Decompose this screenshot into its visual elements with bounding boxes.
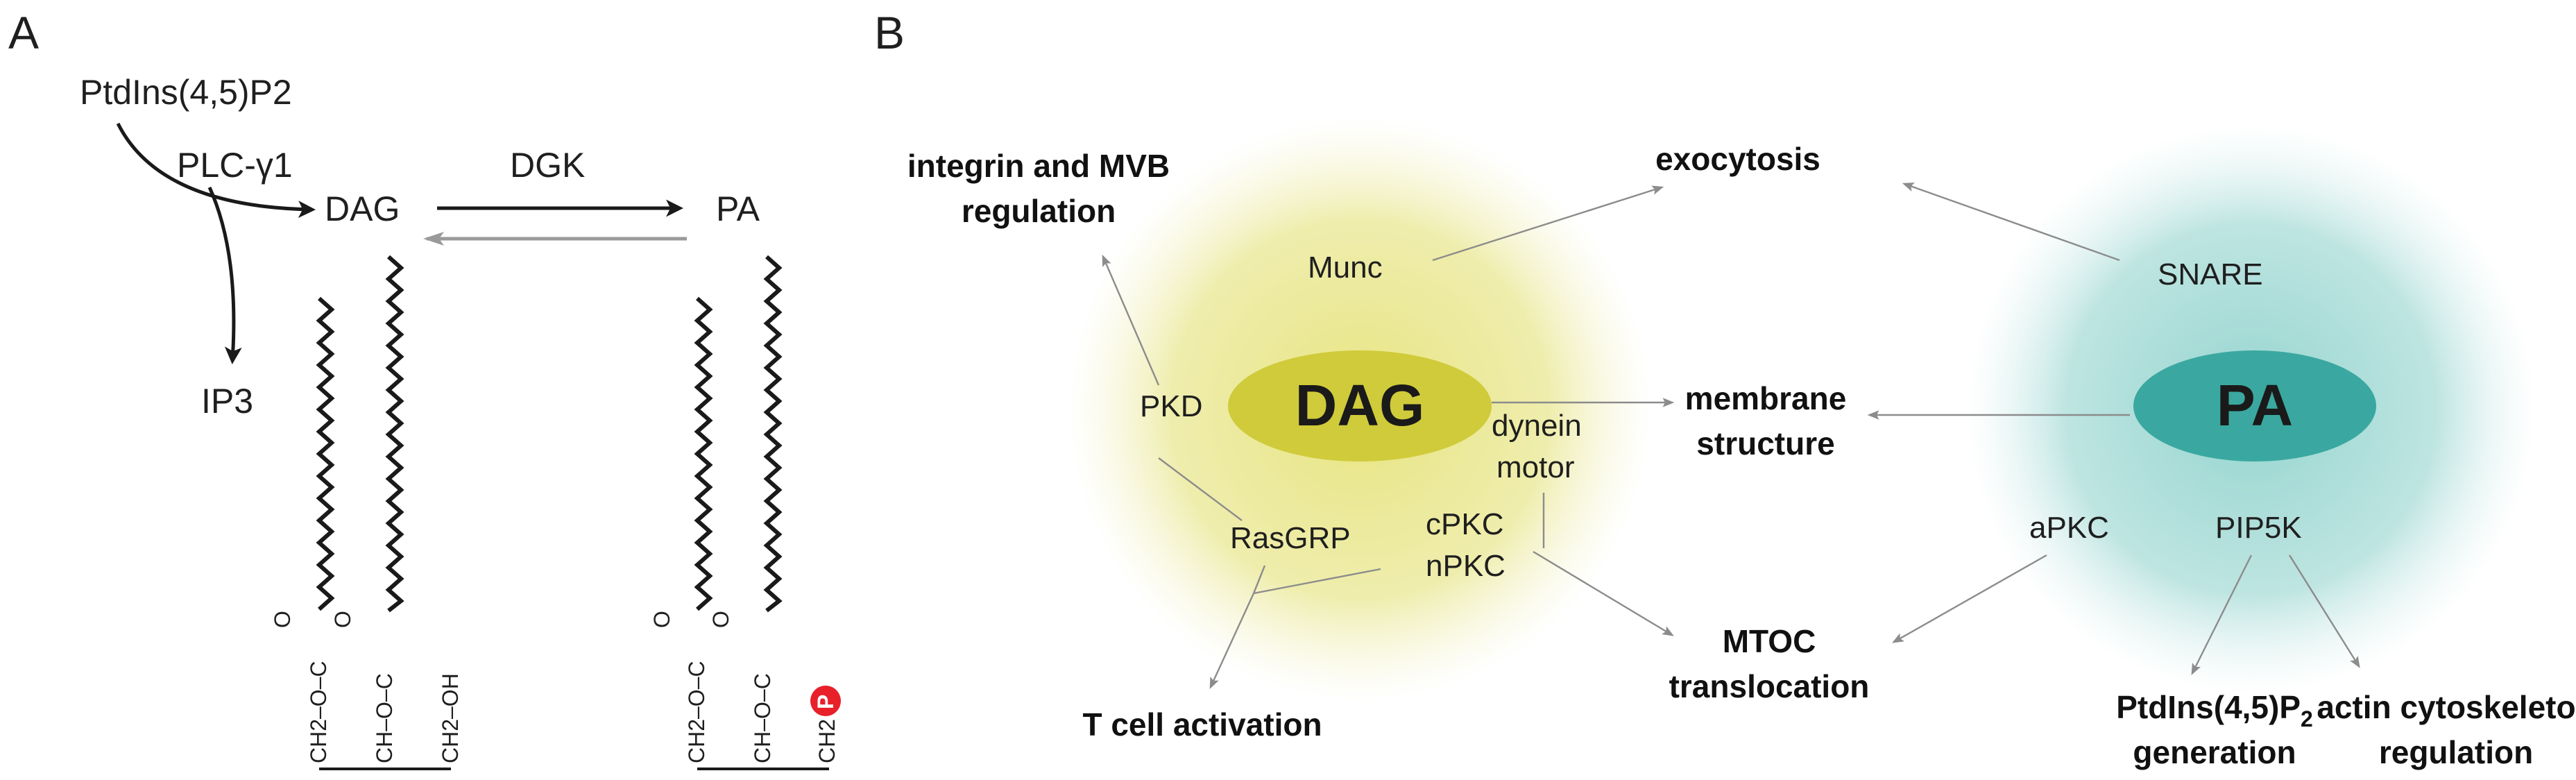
outcome-exocytosis: exocytosis: [1655, 141, 1820, 177]
panel-b-label: B: [874, 7, 905, 58]
arrow-junction-tcell: [1209, 593, 1255, 690]
arrow-pkd-integrin: [1102, 254, 1160, 386]
arrow-pip5k-ptdins: [2191, 554, 2253, 676]
substrate-label: PtdIns(4,5)P2: [80, 73, 292, 112]
outcome-actin-line-2: regulation: [2379, 734, 2533, 770]
pa-hub-label: PA: [2217, 373, 2293, 438]
link-pkd-rasgrp: [1158, 457, 1243, 521]
dag-ester-1: CH2–O–C: [306, 661, 331, 763]
reverse-arrowhead: [423, 232, 444, 246]
panel-a-label: A: [8, 7, 39, 58]
effector-npkc: nPKC: [1426, 549, 1505, 583]
arrow-munc-exocytosis: [1432, 185, 1664, 262]
pa-acyl-chain-2: [763, 255, 783, 613]
outcome-membrane-line-2: structure: [1696, 425, 1834, 461]
dag-hub-label: DAG: [1295, 373, 1425, 438]
effector-pkd: PKD: [1140, 389, 1202, 423]
plc-arrow: [116, 122, 316, 219]
dgk-enzyme-label: DGK: [510, 146, 585, 185]
effector-apkc: aPKC: [2029, 511, 2109, 545]
outcome-tcell-activation: T cell activation: [1082, 706, 1322, 743]
effector-munc: Munc: [1308, 251, 1383, 285]
effector-cpkc: cPKC: [1426, 507, 1503, 541]
outcome-ptdins-line-2: generation: [2133, 734, 2296, 770]
ip3-label: IP3: [201, 382, 253, 421]
panel-b: B DAG PA Munc PKD RasGRP cPKC nPKC dynei…: [874, 7, 2576, 770]
effector-rasgrp: RasGRP: [1230, 521, 1351, 555]
arrow-apkc-mtoc: [1892, 554, 2047, 643]
outcome-integrin-line-2: regulation: [962, 193, 1116, 229]
phosphate-icon: [810, 686, 841, 716]
outcome-actin-line-1: actin cytoskeleton: [2317, 689, 2576, 725]
effector-snare: SNARE: [2158, 257, 2263, 291]
outcome-membrane-line-1: membrane: [1685, 380, 1847, 416]
dag-carbonyl-o-1: O: [270, 611, 295, 628]
dag-label: DAG: [325, 189, 400, 228]
dag-backbone: O O CH2–O–C CH–O–C CH2–OH: [270, 611, 463, 770]
pa-ester-1: CH2–O–C: [684, 661, 709, 763]
link-rasgrp-junction: [1252, 565, 1266, 594]
dag-ester-2: CH–O–C: [372, 673, 397, 763]
dag-carbonyl-o-2: O: [330, 611, 355, 628]
pa-backbone: O O CH2–O–C CH–O–C CH2 P: [649, 611, 841, 770]
dag-hydroxyl: CH2–OH: [438, 673, 463, 763]
pa-carbonyl-o-1: O: [649, 611, 674, 628]
dag-acyl-chain-1: [316, 296, 335, 611]
pa-acyl-chain-1: [694, 296, 713, 611]
pa-ester-2: CH–O–C: [750, 673, 775, 763]
effector-dynein: dynein: [1492, 409, 1582, 443]
outcome-mtoc-line-1: MTOC: [1723, 623, 1816, 659]
outcome-ptdins-main: PtdIns(4,5)P: [2116, 689, 2301, 725]
panel-a: A PtdIns(4,5)P2 PLC-γ1 DAG DGK PA IP3 O …: [8, 7, 841, 770]
arrow-snare-exocytosis: [1902, 183, 2120, 262]
arrow-pip5k-actin: [2288, 554, 2360, 668]
outcome-integrin-line-1: integrin and MVB: [907, 148, 1170, 184]
link-npkc-junction: [1253, 568, 1381, 595]
outcome-mtoc-line-2: translocation: [1669, 668, 1870, 704]
plc-enzyme-label: PLC-γ1: [177, 146, 293, 185]
pa-phosphate-carbon: CH2: [814, 719, 839, 763]
ip3-arrow: [207, 186, 242, 364]
effector-pip5k: PIP5K: [2215, 511, 2302, 545]
pa-carbonyl-o-2: O: [708, 611, 733, 628]
dag-acyl-chain-2: [385, 255, 404, 613]
arrow-pkc-mtoc: [1533, 550, 1674, 636]
outcome-ptdins-line-1: PtdIns(4,5)P2: [2116, 689, 2313, 731]
pa-label: PA: [716, 189, 760, 228]
pa-hub: [2133, 350, 2376, 461]
effector-motor: motor: [1496, 450, 1574, 484]
dag-hub: [1228, 350, 1492, 461]
outcome-ptdins-subscript: 2: [2301, 706, 2313, 731]
phosphate-label: P: [813, 695, 838, 709]
